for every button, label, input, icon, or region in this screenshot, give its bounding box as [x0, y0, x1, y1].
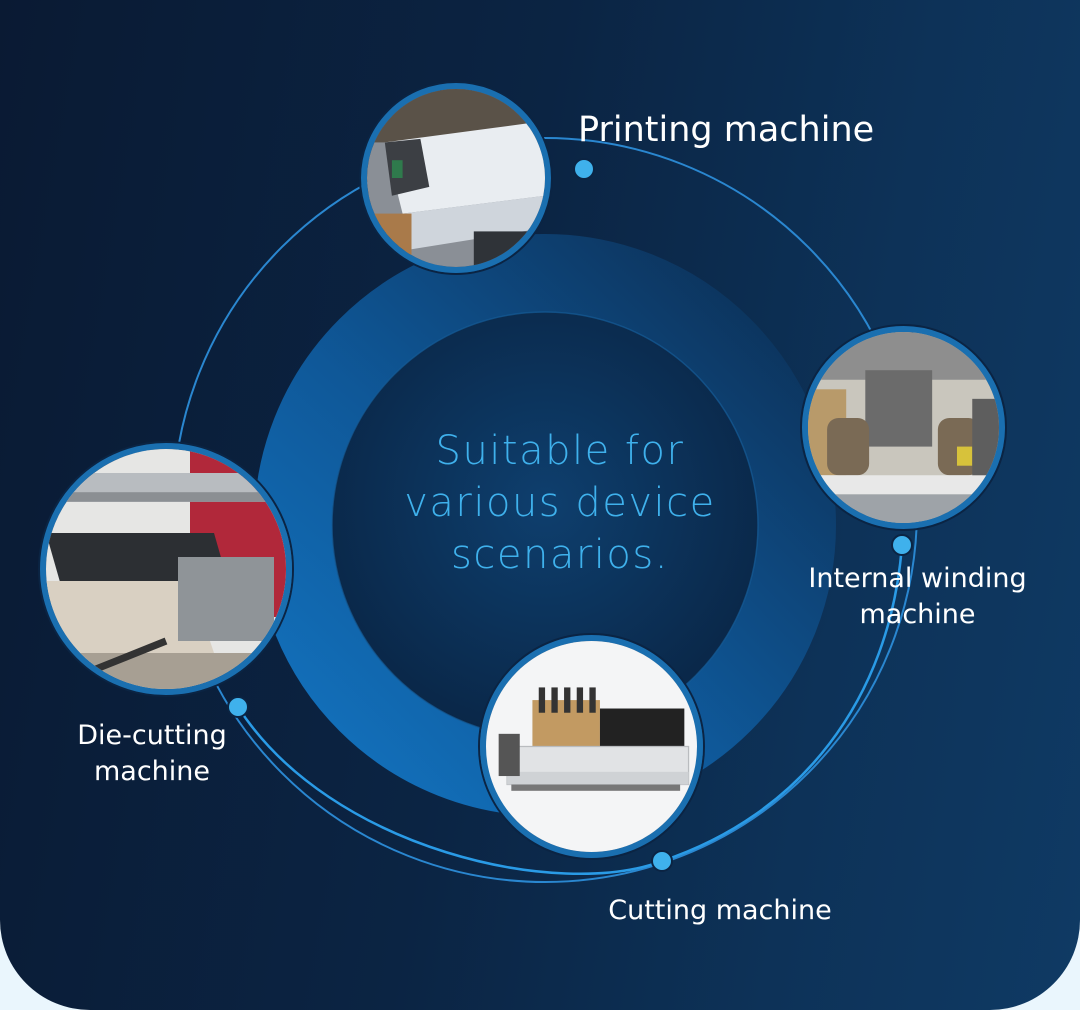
winding-machine-label: Internal winding machine: [795, 561, 1040, 633]
die-cutting-machine-label: Die-cutting machine: [58, 718, 246, 790]
printing-machine-photo: [361, 83, 551, 273]
cutting-machine-label-text: Cutting machine: [608, 895, 832, 926]
printing-dot: [573, 158, 595, 180]
winding-label-line-1: Internal winding: [808, 563, 1027, 594]
center-line-3: scenarios.: [451, 532, 669, 578]
cutting-dot: [651, 850, 673, 872]
printing-machine-label: Printing machine: [578, 110, 874, 150]
die-cutting-label-line-1: Die-cutting: [77, 720, 227, 751]
die-cutting-dot: [227, 696, 249, 718]
printing-machine-label-text: Printing machine: [578, 110, 875, 150]
winding-dot: [891, 534, 913, 556]
die-cutting-label-line-2: machine: [93, 756, 211, 787]
center-heading: Suitable for various device scenarios.: [380, 425, 740, 581]
winding-label-line-2: machine: [859, 599, 976, 630]
center-line-2: various device: [404, 480, 716, 526]
cutting-machine-label: Cutting machine: [590, 895, 850, 926]
cutting-machine-photo: [480, 635, 703, 858]
winding-machine-photo: [802, 326, 1005, 529]
center-disc: [332, 312, 758, 738]
die-cutting-machine-photo: [40, 443, 292, 695]
center-line-1: Suitable for: [435, 428, 685, 474]
